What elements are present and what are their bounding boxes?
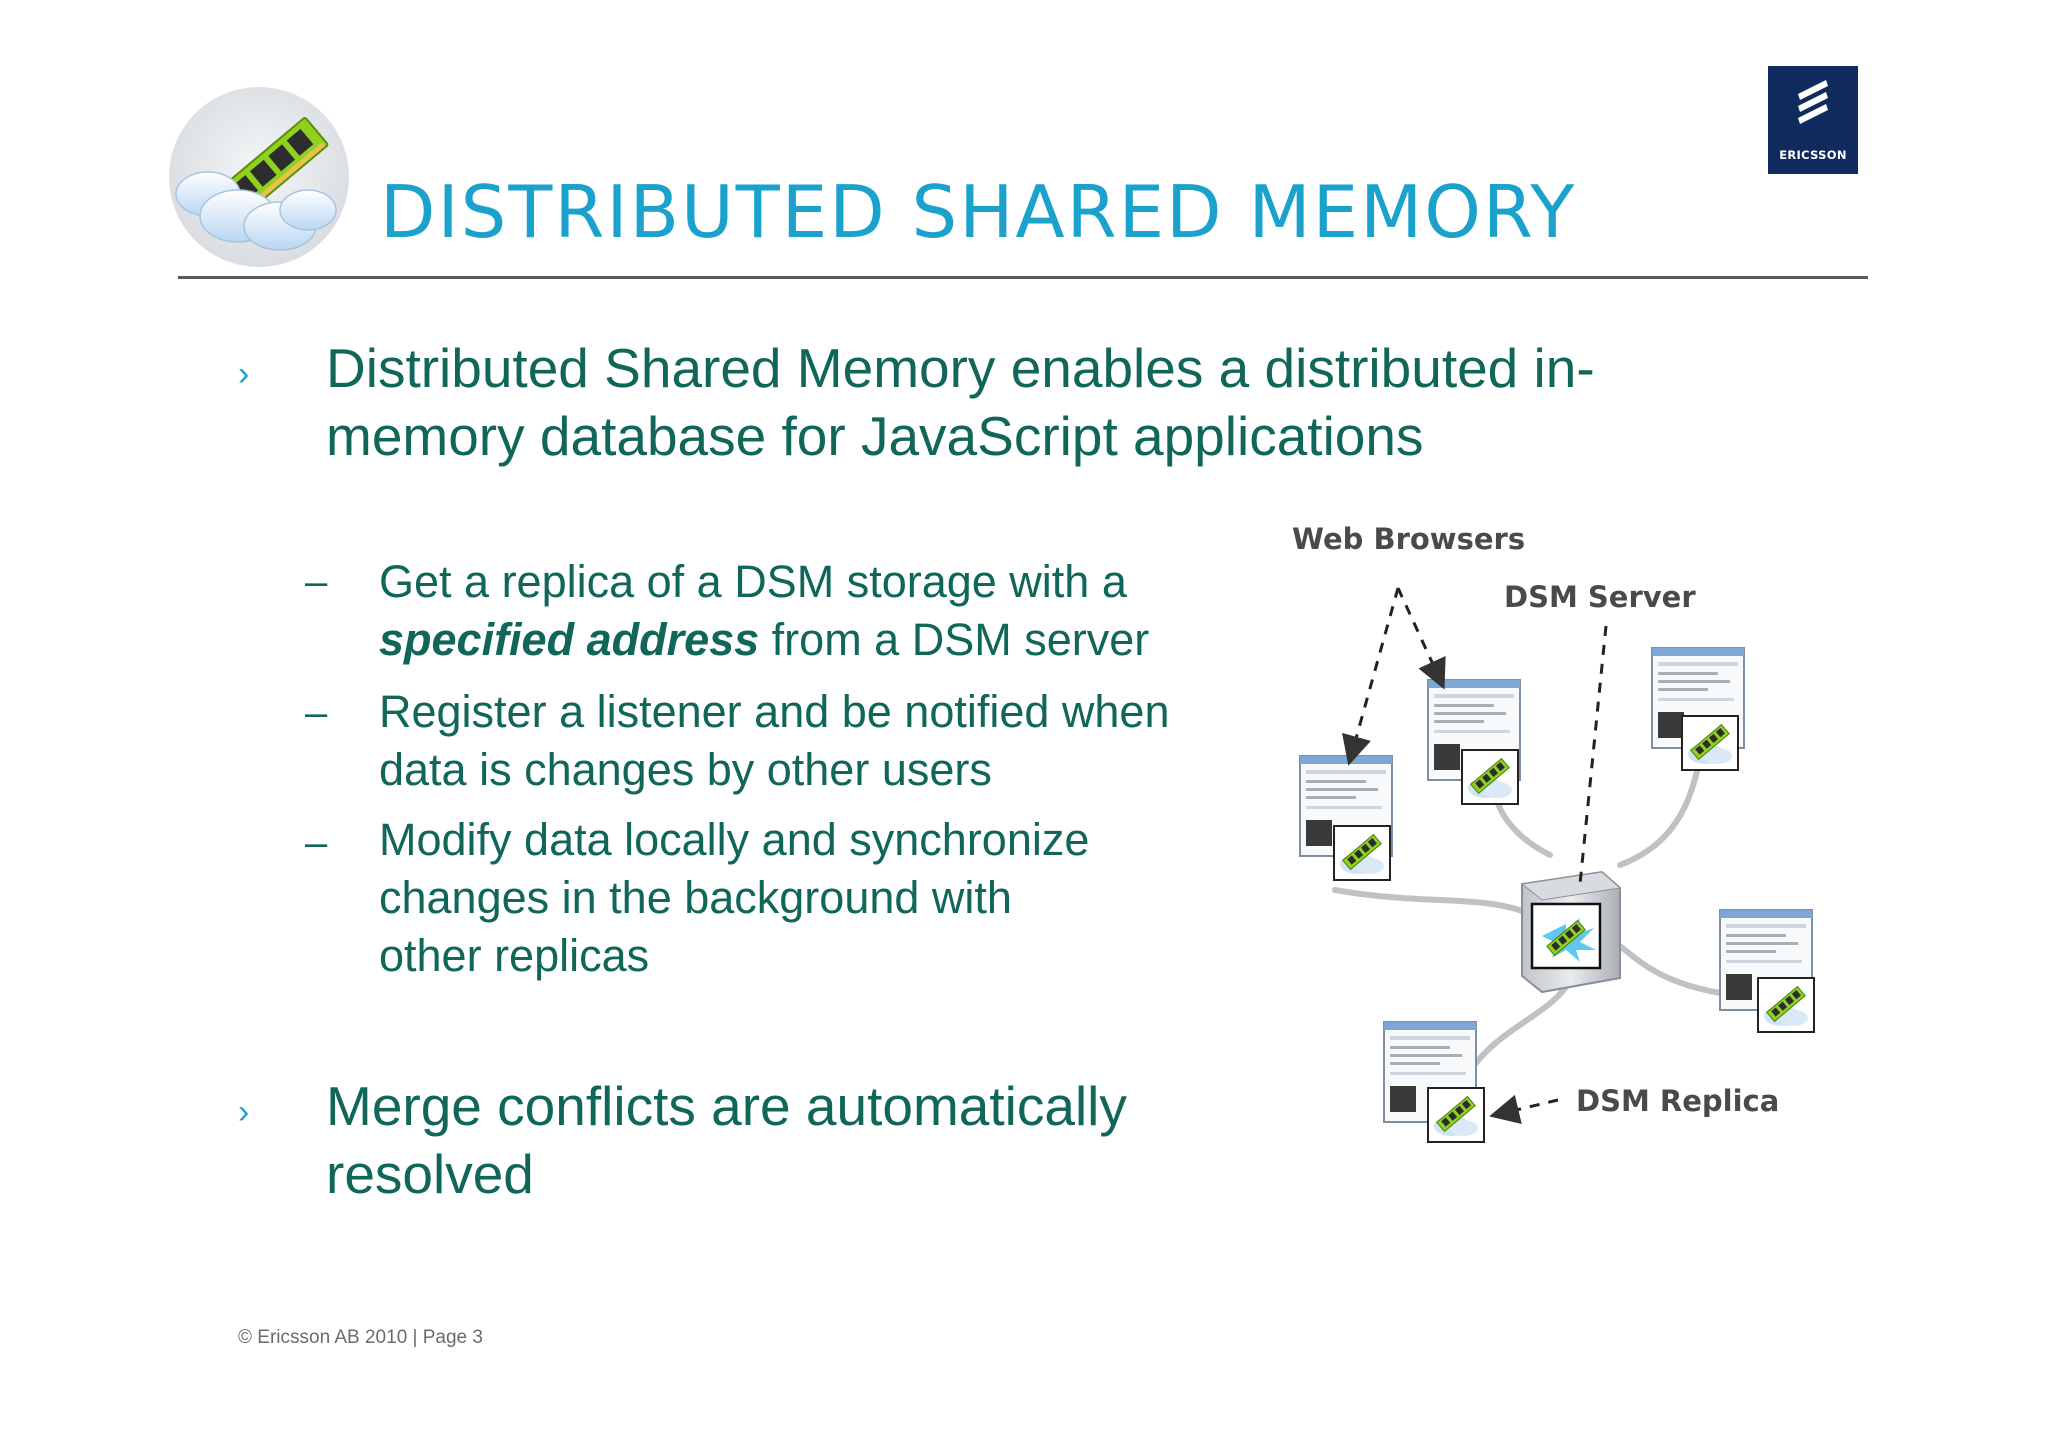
sub-bullet-1-line-1: Get a replica of a DSM storage with a [379, 556, 1127, 607]
sub-bullet-3-line-3: other replicas [379, 930, 650, 981]
sub-bullet-2-text: Register a listener and be notified when… [379, 683, 1170, 799]
bullet-1-text: Distributed Shared Memory enables a dist… [326, 334, 1595, 470]
dsm-server-node [1520, 870, 1622, 994]
title-divider [178, 276, 1868, 279]
bullet-marker: › [238, 1093, 250, 1131]
sub-bullet-1-text: Get a replica of a DSM storage with a sp… [379, 553, 1149, 669]
sub-bullet-marker: – [305, 560, 328, 604]
slide-title: DISTRIBUTED SHARED MEMORY [380, 170, 1577, 254]
bullet-2-text: Merge conflicts are automatically resolv… [326, 1072, 1127, 1208]
dsm-server-label: DSM Server [1504, 580, 1696, 614]
browser-node-1 [1299, 755, 1393, 881]
dsm-replica-label: DSM Replica [1576, 1084, 1780, 1118]
sub-bullet-2-line-2: data is changes by other users [379, 744, 992, 795]
sub-bullet-1-line-2-suffix: from a DSM server [759, 614, 1150, 665]
specified-address-emphasis: specified address [379, 614, 760, 665]
bullet-2-line-2: resolved [326, 1143, 534, 1205]
footer-copyright: © Ericsson AB 2010 | Page 3 [238, 1327, 483, 1348]
dsm-architecture-diagram: Web Browsers DSM Server DSM Replica [1280, 510, 1860, 1170]
brand-name: ERICSSON [1779, 148, 1847, 162]
sub-bullet-3-text: Modify data locally and synchronize chan… [379, 811, 1089, 985]
browser-node-5 [1383, 1021, 1485, 1143]
sub-bullet-3-line-1: Modify data locally and synchronize [379, 814, 1090, 865]
ericsson-logo-icon [1798, 80, 1828, 124]
bullet-1-line-1: Distributed Shared Memory enables a dist… [326, 337, 1595, 399]
browser-node-3 [1651, 647, 1745, 771]
sub-bullet-marker: – [305, 691, 328, 735]
sub-bullet-3-line-2: changes in the background with [379, 872, 1012, 923]
memory-module-cloud-icon [168, 86, 350, 268]
bullet-marker: › [238, 355, 250, 393]
web-browsers-label: Web Browsers [1292, 522, 1526, 556]
bullet-2-line-1: Merge conflicts are automatically [326, 1075, 1127, 1137]
dsm-network-diagram [1299, 587, 1815, 1143]
sub-bullet-marker: – [305, 821, 328, 865]
browser-node-4 [1719, 909, 1815, 1033]
sub-bullet-2-line-1: Register a listener and be notified when [379, 686, 1170, 737]
ericsson-logo: ERICSSON [1768, 66, 1858, 174]
bullet-1-line-2: memory database for JavaScript applicati… [326, 405, 1424, 467]
browser-node-2 [1427, 679, 1521, 805]
